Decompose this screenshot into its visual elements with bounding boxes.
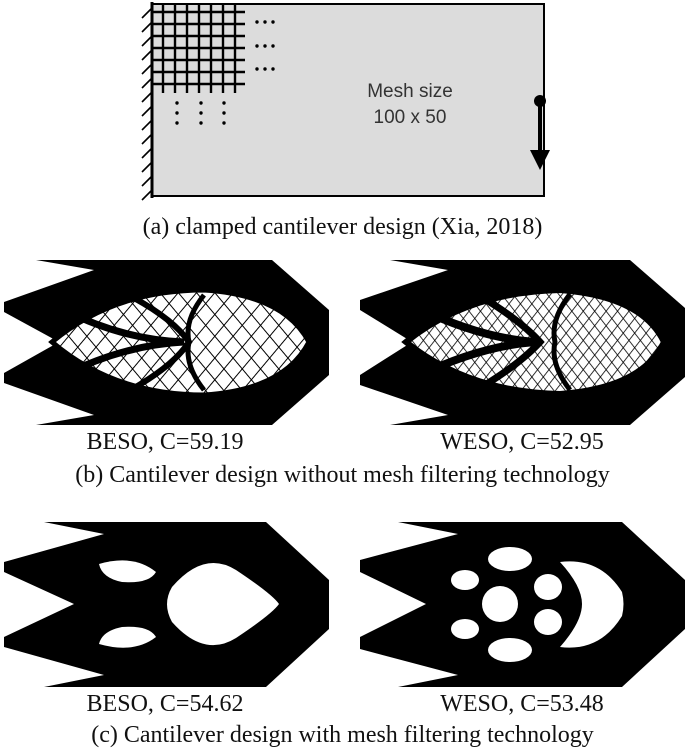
panel-c-beso-topology	[4, 522, 329, 687]
void-upper	[99, 560, 156, 583]
void-lower	[99, 626, 156, 648]
panel-b-beso-topology	[4, 260, 329, 425]
caption-c: (c) Cantilever design with mesh filterin…	[91, 722, 594, 748]
panel-a-domain: Mesh size 100 x 50	[141, 2, 550, 201]
label-c-beso: BESO, C=54.62	[86, 691, 244, 717]
label-c-weso: WESO, C=53.48	[440, 691, 604, 717]
caption-b: (b) Cantilever design without mesh filte…	[75, 462, 610, 488]
void-center	[167, 562, 279, 646]
wall-hatching	[141, 7, 153, 201]
caption-a: (a) clamped cantilever design (Xia, 2018…	[142, 214, 543, 240]
mesh-size-value: 100 x 50	[374, 107, 447, 128]
panel-c-weso-topology	[360, 522, 685, 687]
continuation-dots	[175, 20, 275, 125]
label-b-beso: BESO, C=59.19	[86, 429, 244, 455]
mesh-size-label: Mesh size	[367, 81, 453, 102]
mesh-grid	[152, 4, 245, 93]
label-b-weso: WESO, C=52.95	[440, 429, 604, 455]
panel-b-weso-topology	[360, 260, 685, 425]
load-arrow	[530, 95, 550, 170]
